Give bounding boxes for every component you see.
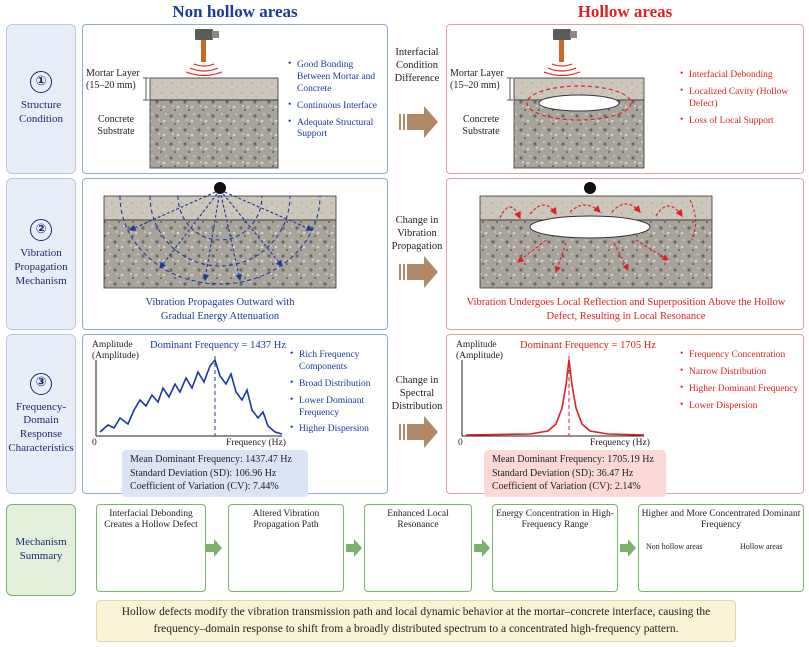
row-number: ③ [30,372,52,395]
header-non-hollow: Non hollow areas [172,2,298,21]
coefficient-of-variation: Coefficient of Variation (CV): 2.14% [492,481,641,492]
summary-hist-label-non-hollow: Non hollow areas [646,542,703,551]
summary-step-5 [638,504,804,592]
right-arrow-icon [397,106,438,138]
row-label-text: Structure Condition [18,99,63,125]
hammer-icon [543,29,581,77]
origin-label: 0 [458,438,463,448]
header-hollow: Hollow areas [577,2,673,21]
hollow-propagation-caption: Vibration Undergoes Local Reflection and… [466,297,786,322]
list-item: Broad Distribution [290,378,386,391]
hollow-structure-illustration [507,77,645,169]
summary-step-title: Higher and More Concentrated Dominant Fr… [641,509,801,531]
non-hollow-propagation-illustration [103,189,337,289]
concrete-substrate-label: Concrete Substrate [97,114,135,137]
propagation-change-label: Change in Vibration Propagation [391,215,443,253]
standard-deviation: Standard Deviation (SD): 106.96 Hz [130,467,277,479]
summary-step-4 [492,504,618,592]
amplitude-axis-label: Amplitude (Amplitude) [456,340,503,362]
impact-ball-icon [214,182,226,194]
non-hollow-spectrum [95,356,283,437]
row-label-text: Mechanism Summary [15,536,67,562]
non-hollow-propagation-caption: Vibration Propagates Outward with Gradua… [145,297,295,322]
concrete-substrate-label: Concrete Substrate [462,114,500,137]
non-hollow-stats-box: Mean Dominant Frequency: 1437.47 Hz Stan… [122,450,308,497]
hollow-dominant-frequency: Dominant Frequency = 1705 Hz [520,340,656,351]
panel-structure-left [82,24,388,174]
list-item: Adequate Structural Support [288,117,386,142]
row-label-frequency: ③ Frequency-Domain Response Characterist… [6,334,76,494]
frequency-axis-label: Frequency (Hz) [226,438,286,448]
origin-label: 0 [92,438,97,448]
hollow-structure-bullets: Interfacial Debonding Localized Cavity (… [680,69,800,133]
list-item: Continuous Interface [288,100,386,113]
row-label-text: Frequency-Domain Response Characteristic… [8,400,74,454]
panel-structure-right [446,24,804,174]
hammer-icon [185,29,223,77]
list-item: Localized Cavity (Hollow Defect) [680,86,800,111]
list-item: Lower Dominant Frequency [290,395,386,420]
panel-vibration-right [446,178,804,330]
summary-step-title: Interfacial Debonding Creates a Hollow D… [104,509,198,531]
list-item: Higher Dominant Frequency [680,383,800,396]
list-item: Loss of Local Support [680,115,800,128]
summary-step-title: Energy Concentration in High-Frequency R… [496,509,614,531]
summary-arrows [206,539,636,557]
summary-step-title: Altered Vibration Propagation Path [252,509,320,531]
non-hollow-structure-bullets: Good Bonding Between Mortar and Concrete… [288,59,386,146]
mean-frequency: Mean Dominant Frequency: 1705.19 Hz [492,454,654,465]
frequency-axis-label: Frequency (Hz) [590,438,650,448]
hollow-spectrum-bullets: Frequency Concentration Narrow Distribut… [680,349,800,418]
non-hollow-dominant-frequency: Dominant Frequency = 1437 Hz [150,340,286,351]
right-arrow-icon [620,539,636,557]
right-arrow-icon [206,539,222,557]
right-arrow-icon [397,256,438,288]
right-arrow-icon [397,416,438,448]
non-hollow-spectrum-bullets: Rich Frequency Components Broad Distribu… [290,349,386,441]
row-label-structure: ① Structure Condition [6,24,76,174]
panel-vibration-left [82,178,388,330]
list-item: Rich Frequency Components [290,349,386,374]
list-item: Higher Dispersion [290,423,386,436]
standard-deviation: Standard Deviation (SD): 36.47 Hz [492,467,634,479]
row-label-vibration: ② Vibration Propagation Mechanism [6,178,76,330]
figure-caption: Hollow defects modify the vibration tran… [96,600,736,642]
right-arrow-icon [474,539,490,557]
row-number: ② [30,219,52,242]
impact-ball-icon [584,182,596,194]
right-arrow-icon [346,539,362,557]
amplitude-axis-label: Amplitude (Amplitude) [92,340,139,362]
hollow-spectrum [461,356,645,437]
summary-hist-label-hollow: Hollow areas [740,542,783,551]
row-label-summary: Mechanism Summary [6,504,76,596]
row-number: ① [30,71,52,94]
summary-step-title: Enhanced Local Resonance [387,509,449,531]
list-item: Narrow Distribution [680,366,800,379]
list-item: Frequency Concentration [680,349,800,362]
list-item: Lower Dispersion [680,400,800,413]
list-item: Interfacial Debonding [680,69,800,82]
interfacial-difference-label: Interfacial Condition Difference [394,47,440,85]
mortar-layer-label: Mortar Layer (15–20 mm) [86,68,140,91]
spectral-change-label: Change in Spectral Distribution [391,375,443,413]
hollow-stats-box: Mean Dominant Frequency: 1705.19 Hz Stan… [484,450,666,497]
mortar-layer-label: Mortar Layer (15–20 mm) [450,68,504,91]
coefficient-of-variation: Coefficient of Variation (CV): 7.44% [130,481,279,492]
list-item: Good Bonding Between Mortar and Concrete [288,59,386,96]
row-label-text: Vibration Propagation Mechanism [14,247,68,287]
summary-step-3 [364,504,472,592]
summary-step-2 [228,504,344,592]
non-hollow-structure-illustration [143,77,279,169]
hollow-propagation-illustration [479,195,713,289]
summary-step-1 [96,504,206,592]
mean-frequency: Mean Dominant Frequency: 1437.47 Hz [130,454,292,465]
